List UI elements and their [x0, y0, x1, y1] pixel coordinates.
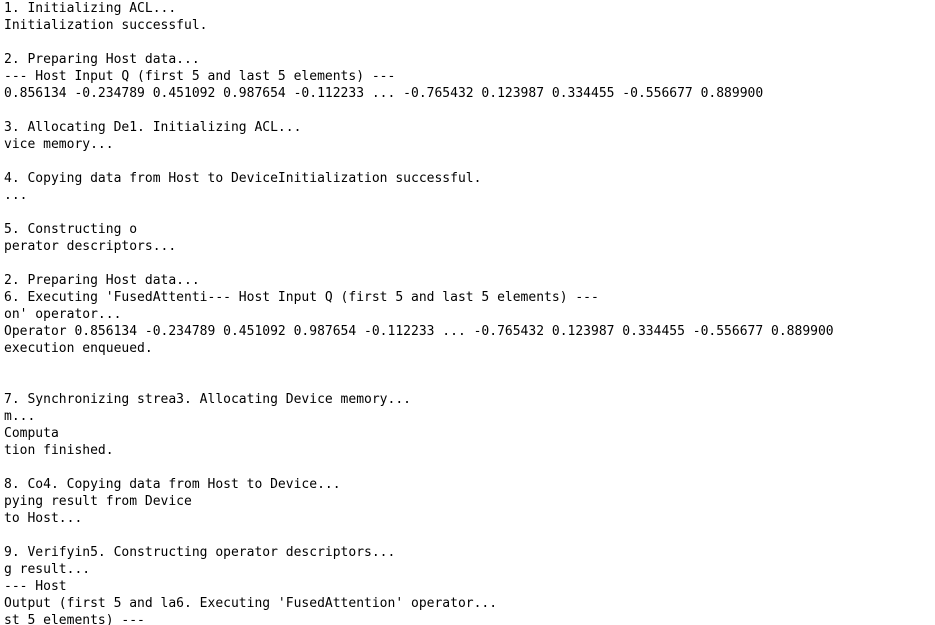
- console-line: ...: [4, 188, 28, 203]
- console-line: 6. Executing 'FusedAttenti--- Host Input…: [4, 290, 599, 305]
- console-line: Computa: [4, 426, 59, 441]
- console-line: Output (first 5 and la6. Executing 'Fuse…: [4, 596, 498, 611]
- console-line: 4. Copying data from Host to DeviceIniti…: [4, 171, 482, 186]
- console-line: st 5 elements) ---: [4, 613, 145, 625]
- console-line: vice memory...: [4, 137, 114, 152]
- console-line: [4, 204, 935, 221]
- console-line: [4, 34, 935, 51]
- console-line: 2. Preparing Host data...: [4, 52, 200, 67]
- console-line: [4, 374, 935, 391]
- console-line: 1. Initializing ACL...: [4, 1, 177, 16]
- console-line: 3. Allocating De1. Initializing ACL...: [4, 120, 302, 135]
- console-line: pying result from Device: [4, 494, 192, 509]
- console-line: g result...: [4, 562, 91, 577]
- console-line: m...: [4, 409, 36, 424]
- console-line: --- Host: [4, 579, 67, 594]
- console-line: to Host...: [4, 511, 83, 526]
- console-line: execution enqueued.: [4, 341, 153, 356]
- console-line: --- Host Input Q (first 5 and last 5 ele…: [4, 69, 396, 84]
- console-line: [4, 357, 935, 374]
- console-line: [4, 102, 935, 119]
- console-line: 8. Co4. Copying data from Host to Device…: [4, 477, 341, 492]
- console-line: [4, 153, 935, 170]
- console-line: [4, 527, 935, 544]
- console-line: perator descriptors...: [4, 239, 177, 254]
- console-line: 5. Constructing o: [4, 222, 138, 237]
- console-line: Initialization successful.: [4, 18, 208, 33]
- console-line: 7. Synchronizing strea3. Allocating Devi…: [4, 392, 411, 407]
- console-line: 0.856134 -0.234789 0.451092 0.987654 -0.…: [4, 86, 764, 101]
- console-line: tion finished.: [4, 443, 114, 458]
- console-line: Operator 0.856134 -0.234789 0.451092 0.9…: [4, 324, 834, 339]
- console-line: on' operator...: [4, 307, 122, 322]
- console-line: [4, 255, 935, 272]
- console-line: 9. Verifyin5. Constructing operator desc…: [4, 545, 396, 560]
- console-line: 2. Preparing Host data...: [4, 273, 200, 288]
- console-line: [4, 459, 935, 476]
